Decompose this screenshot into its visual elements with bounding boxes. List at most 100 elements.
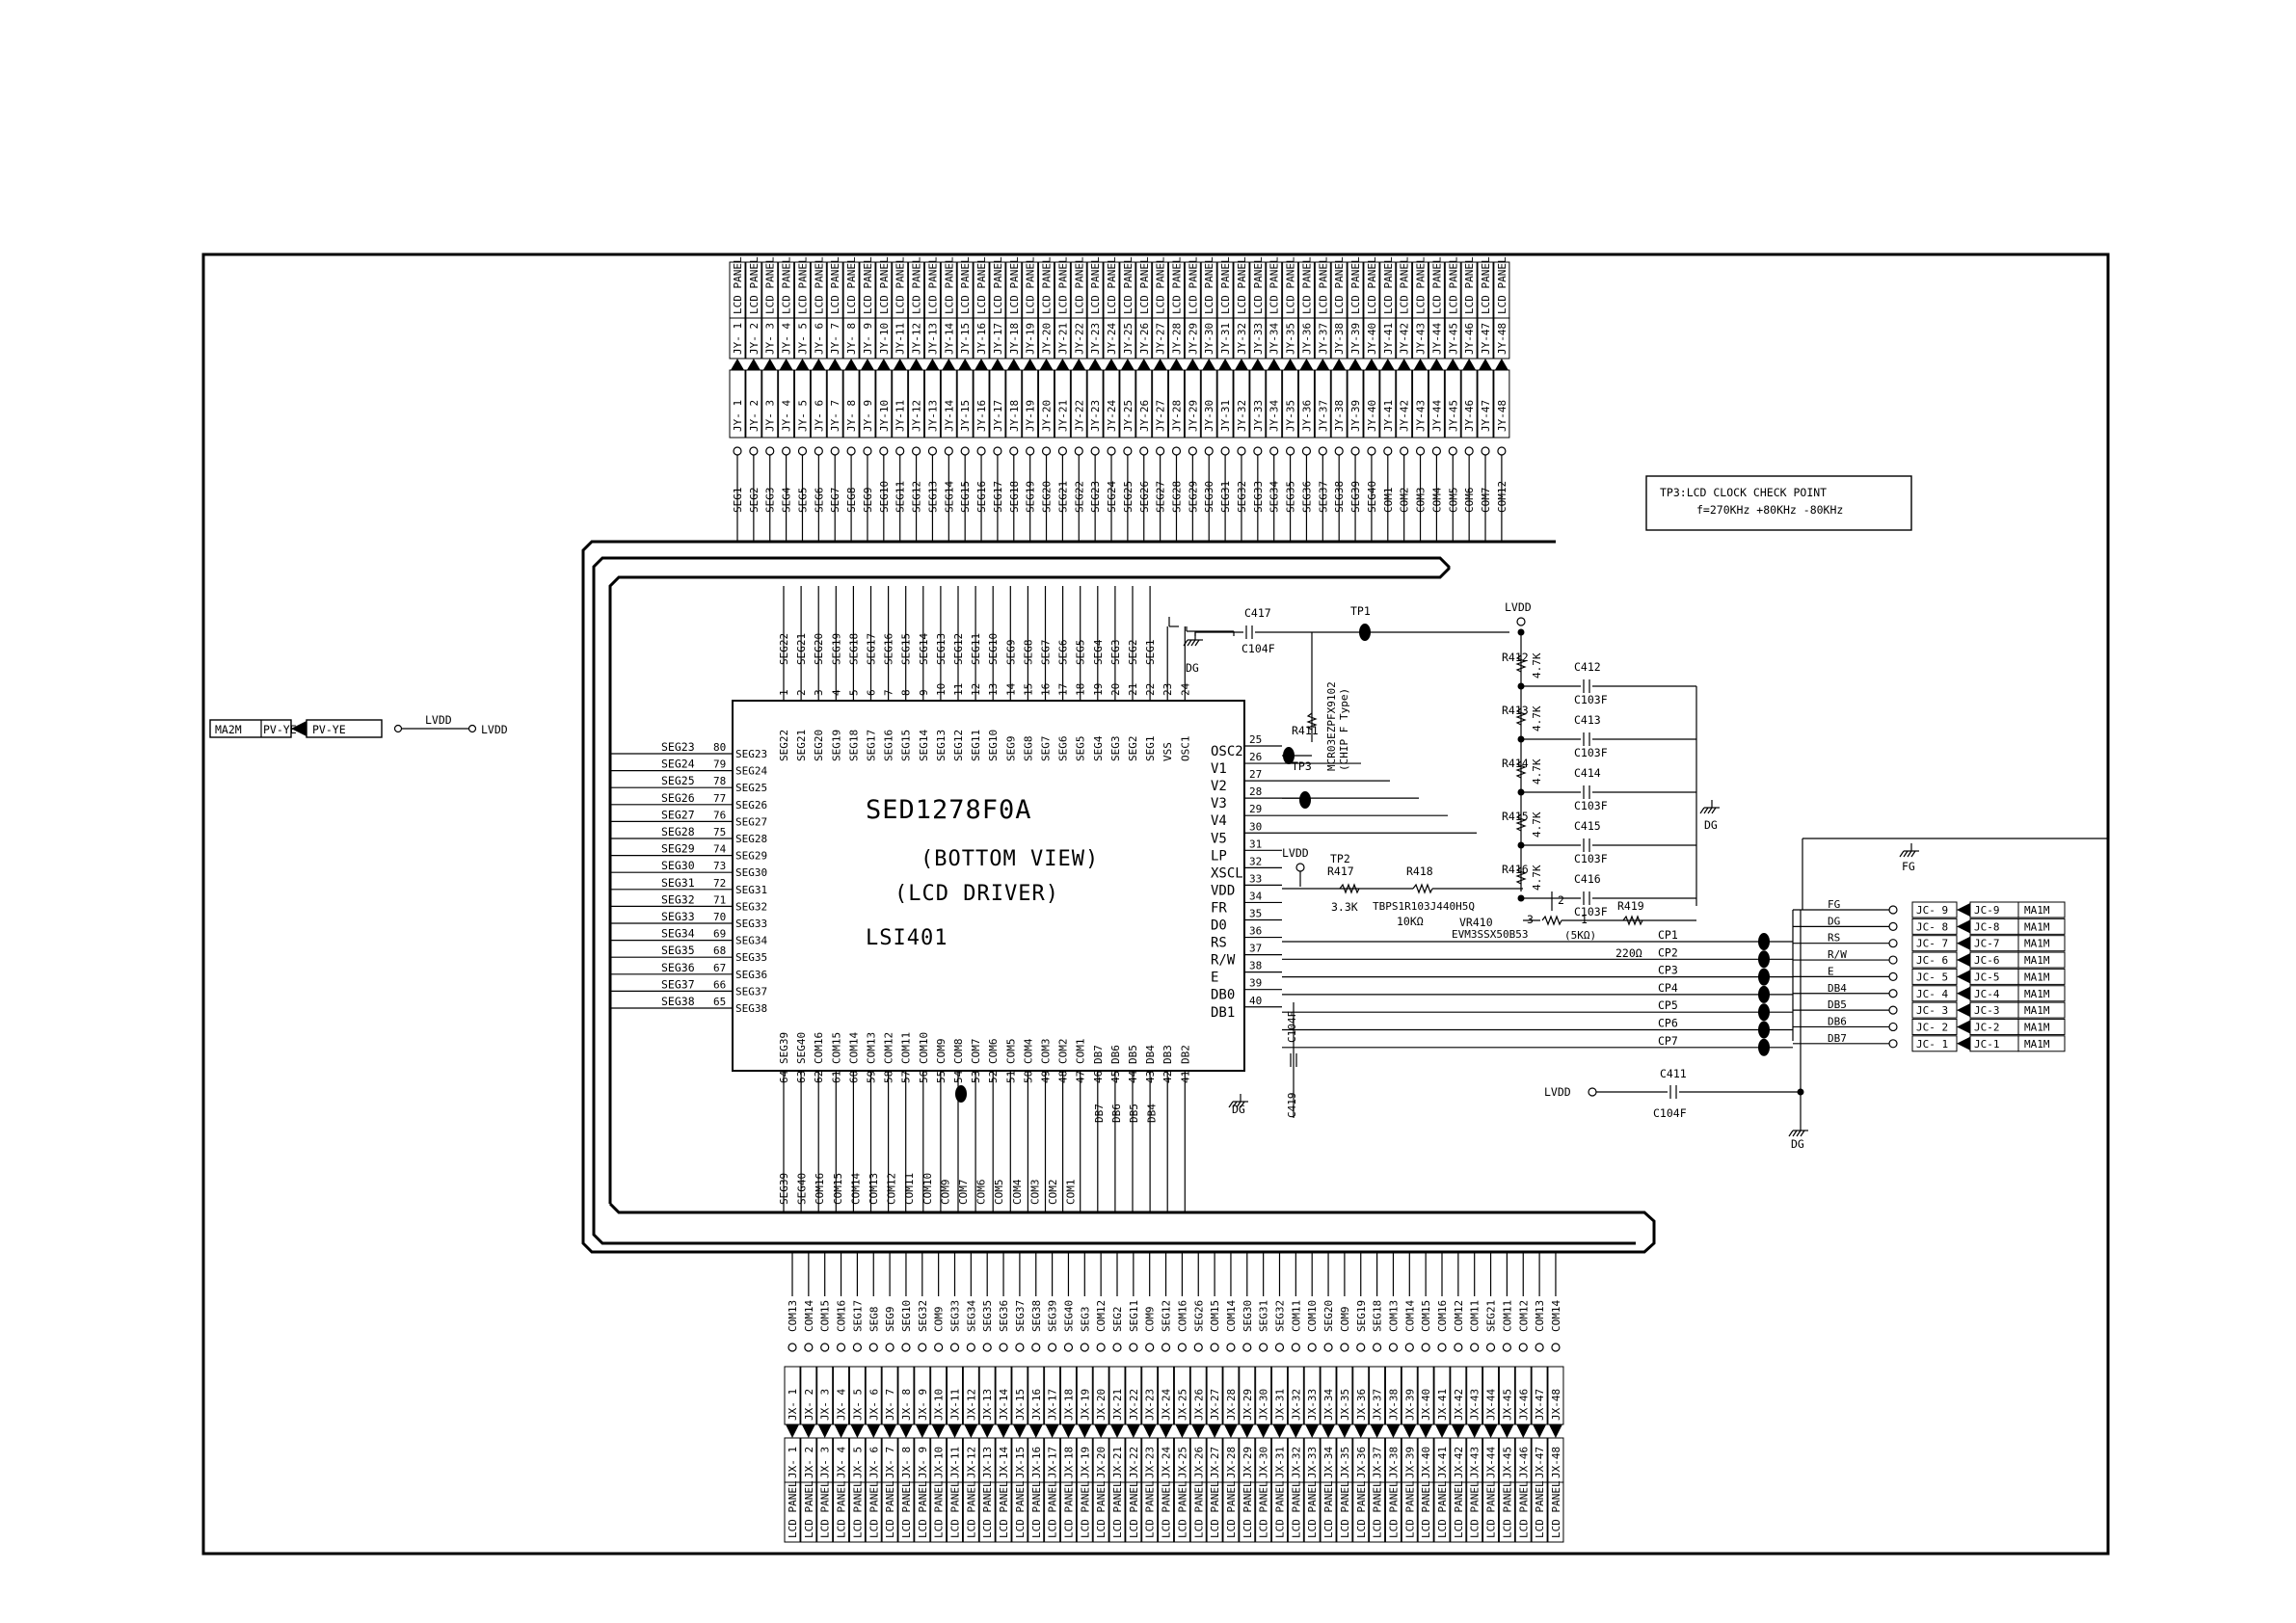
vr410-pin2: 2 <box>1558 893 1564 907</box>
jc-arrow <box>1957 1003 1970 1018</box>
chip-top-pin-name: SEG18 <box>847 730 860 761</box>
jx-tag-label: LCD PANEL <box>1274 1480 1287 1538</box>
dg-label-1: DG <box>1186 661 1199 675</box>
jy-mate-label: JY-17 <box>992 400 1004 432</box>
bus-bottom-label: COM2 <box>1047 1180 1059 1206</box>
jy-tag-label: LCD PANEL <box>1170 256 1183 314</box>
fg-ground-hatch <box>1907 850 1912 858</box>
jc-arrow <box>1957 953 1970 968</box>
chip-bottom-pin-number: 53 <box>970 1071 982 1083</box>
jx-terminal <box>1404 1343 1414 1352</box>
chip-bottom-pin-name: COM16 <box>813 1032 825 1064</box>
jy-terminal <box>1481 446 1490 456</box>
power-conn-c: PV-YE <box>312 723 346 736</box>
jx-net-label: SEG31 <box>1258 1300 1270 1332</box>
power-conn-a: MA2M <box>215 723 242 736</box>
chip-bottom-pin-name: COM8 <box>952 1039 965 1065</box>
jy-arrow <box>860 359 874 370</box>
r418 <box>1412 883 1433 894</box>
jy-pin-label: JY-36 <box>1300 323 1313 355</box>
jx-net-label: COM11 <box>1469 1300 1482 1332</box>
jx-arrow <box>1322 1424 1336 1438</box>
chip-right-pin-number: 25 <box>1249 733 1262 746</box>
lvdd-label-1: LVDD <box>1505 600 1532 614</box>
jy-arrow <box>844 359 859 370</box>
chip-bottom-pin-number: 61 <box>830 1071 842 1083</box>
jy-tag-label: LCD PANEL <box>1430 256 1443 314</box>
jy-mate-box <box>793 369 811 439</box>
jx-pin-label: JX- 5 <box>851 1389 864 1421</box>
chip-top-net-label: SEG9 <box>1004 640 1017 666</box>
jx-net-label: COM9 <box>933 1307 946 1333</box>
jy-arrow <box>1494 359 1508 370</box>
jy-mate-box <box>1054 369 1071 439</box>
jy-mate-box <box>1396 369 1413 439</box>
jy-mate-box <box>1119 369 1136 439</box>
jx-tag-box <box>1514 1481 1532 1543</box>
jy-pin-label: JY-41 <box>1382 323 1395 355</box>
jy-mate-label: JY- 9 <box>862 400 874 432</box>
jy-arrow <box>1413 359 1428 370</box>
chip-top-pin-name: SEG7 <box>1040 736 1053 762</box>
jx-tag-label: LCD PANEL <box>1501 1480 1513 1538</box>
jy-mate-box <box>729 369 746 439</box>
jc-pin-label: JC- 2 <box>1916 1021 1948 1033</box>
fg-ground-hatch <box>1903 850 1909 858</box>
jy-terminal <box>1156 446 1165 456</box>
r416-value-label: 4.7K <box>1531 865 1543 891</box>
jy-mate-label: JY-30 <box>1203 400 1215 432</box>
jc-tag-box <box>2017 1035 2066 1052</box>
jy-terminal <box>879 446 889 456</box>
jx-terminal <box>901 1343 911 1352</box>
chip-bottom-pin-name: COM10 <box>918 1032 930 1064</box>
jx-terminal <box>1177 1343 1188 1352</box>
r416 <box>1515 866 1527 885</box>
chip-bottom-pin-number: 56 <box>918 1071 930 1083</box>
jx-net-label: SEG32 <box>917 1300 929 1332</box>
chip-top-pin-name: VSS <box>1161 742 1174 761</box>
jy-net-label: SEG23 <box>1089 481 1102 513</box>
jx-arrow <box>1451 1424 1465 1438</box>
fg-label: FG <box>1902 860 1915 873</box>
jx-tag-label: LCD PANEL <box>965 1480 977 1538</box>
chip-left-pin-number: 70 <box>713 911 726 923</box>
jx-pin-label: JX-31 <box>1274 1389 1287 1421</box>
r411 <box>1306 712 1318 731</box>
jy-terminal <box>1431 446 1442 456</box>
jx-net-label: COM14 <box>1403 1300 1416 1332</box>
chip-bottom-pin-name: DB5 <box>1127 1045 1139 1064</box>
chip-top-pin-number: 11 <box>952 683 965 696</box>
jy-net-label: COM3 <box>1415 488 1428 514</box>
jy-pin-label: JY-43 <box>1415 323 1428 355</box>
jy-mate-label: JY-10 <box>878 400 891 432</box>
jy-pin-label: JY-17 <box>992 323 1004 355</box>
chip-bottom-pin-number: 49 <box>1040 1071 1053 1083</box>
jx-tag-label: LCD PANEL <box>803 1480 815 1538</box>
chip-top-pin-number: 3 <box>813 689 825 696</box>
jx-arrow <box>1337 1424 1351 1438</box>
lvdd-terminal-2 <box>1295 863 1305 872</box>
tp2-label: TP2 <box>1330 852 1350 865</box>
jy-arrow <box>1023 359 1037 370</box>
jx-tag-label: LCD PANEL <box>1209 1480 1221 1538</box>
jy-net-label: SEG30 <box>1203 481 1215 513</box>
jy-arrow <box>1105 359 1119 370</box>
chip-top-net-label: SEG16 <box>883 633 895 665</box>
jy-terminal <box>814 446 823 456</box>
jx-arrow <box>915 1424 929 1438</box>
jy-tag-label: LCD PANEL <box>1349 256 1362 314</box>
jx-net-label: COM14 <box>803 1300 815 1332</box>
jc-terminal <box>1888 939 1898 948</box>
jx-arrow <box>1435 1424 1449 1438</box>
jx-mate-label: JX-19 <box>1079 1447 1091 1478</box>
bus-bottom-label: COM9 <box>939 1180 951 1206</box>
jc-mate-label: JC-1 <box>1974 1038 2000 1051</box>
r411-value-label: MCR03EZPFX9102 <box>1325 681 1338 771</box>
dg-label-2: DG <box>1704 818 1718 832</box>
jx-tag-label: LCD PANEL <box>1192 1480 1205 1538</box>
jx-arrow <box>1159 1424 1173 1438</box>
jy-net-label: SEG37 <box>1317 481 1329 513</box>
chip-bottom-pin-name: COM14 <box>847 1032 860 1064</box>
jy-terminal <box>1107 446 1116 456</box>
chip-bottom-pin-number: 60 <box>847 1071 860 1083</box>
